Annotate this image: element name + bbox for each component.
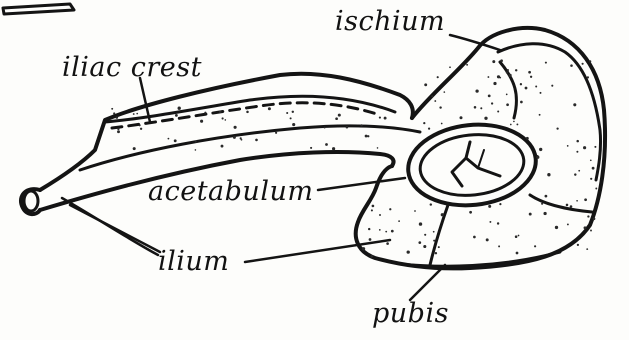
leader-pubis (410, 265, 445, 300)
leader-acetabulum (318, 178, 405, 190)
hip-bone-body (356, 28, 605, 268)
acetabulum-socket (404, 119, 540, 212)
label-ischium: ischium (335, 6, 445, 37)
leader-ilium-3 (245, 240, 390, 262)
leader-ilium-2 (70, 205, 160, 252)
label-pubis: pubis (372, 298, 449, 329)
label-ilium: ilium (158, 246, 229, 277)
label-iliac-crest: iliac crest (62, 52, 202, 83)
label-acetabulum: acetabulum (148, 176, 313, 207)
leader-iliac-crest (140, 78, 150, 122)
corner-scribble (3, 4, 74, 14)
